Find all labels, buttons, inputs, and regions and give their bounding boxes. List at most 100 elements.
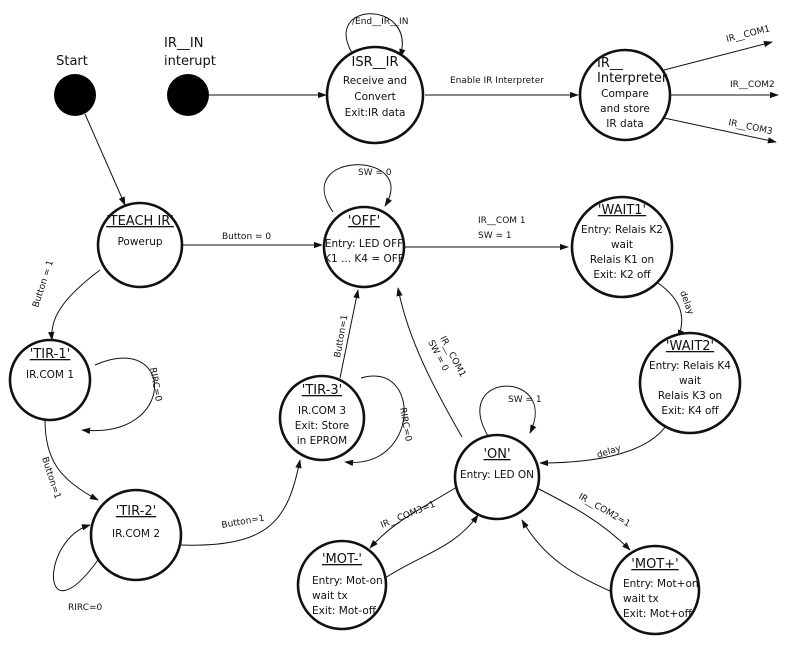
state-wait1-line2: wait [611, 239, 633, 251]
state-tir-3: 'TIR-3' IR.COM 3 Exit: Store in EPROM [278, 374, 366, 462]
state-ir-interpreter-title2: Interpreter [597, 71, 668, 86]
state-wait2-line3: Relais K3 on [658, 390, 722, 402]
state-wait1-line4: Exit: K2 off [593, 269, 651, 281]
state-off-title: 'OFF' [348, 214, 380, 229]
state-teach-ir-circle [96, 201, 184, 289]
state-tir-1-circle [8, 338, 92, 422]
ir-in-initial-dot [167, 74, 209, 116]
edge-teach-tir1 [48, 269, 101, 341]
label-ir-com1-out: IR__COM1 [725, 24, 771, 45]
state-on-line1: Entry: LED ON [460, 469, 534, 481]
edge-tir1-selfloop [81, 357, 155, 434]
label-button0: Button = 0 [222, 232, 271, 242]
state-wait2-line4: Exit: K4 off [661, 405, 719, 417]
state-isr-ir: ISR__IR Receive and Convert Exit:IR data [325, 45, 425, 145]
edge-on-off [396, 287, 463, 438]
state-off-line1: Entry: LED OFF [325, 238, 403, 250]
label-rirc0-tir2: RIRC=0 [68, 603, 103, 613]
state-off-line2: K1 ... K4 = OFF [324, 253, 404, 265]
state-tir-2-line1: IR.COM 2 [112, 528, 160, 540]
label-sw1-on: SW = 1 [508, 395, 542, 405]
label-end-ir-in: /End__IR__IN [352, 17, 408, 27]
state-tir-3-title: 'TIR-3' [302, 383, 342, 398]
edge-on-motminus [369, 484, 461, 549]
state-off-circle [322, 205, 406, 289]
state-mot-plus-line1: Entry: Mot+on [623, 578, 699, 590]
state-tir-3-line2: Exit: Store [295, 420, 350, 432]
ir-in-label-line2: interupt [164, 54, 216, 69]
state-tir-1: 'TIR-1' IR.COM 1 [8, 338, 92, 422]
state-isr-ir-line1: Receive and [343, 75, 407, 87]
edge-out-ircom1 [663, 40, 773, 71]
label-delay-1: delay [677, 290, 695, 317]
state-teach-ir-title: 'TEACH IR' [106, 214, 174, 229]
state-isr-ir-title: ISR__IR [352, 55, 399, 70]
edge-tir3-selfloop [344, 375, 405, 466]
state-tir-2: 'TIR-2' IR.COM 2 [89, 488, 183, 582]
state-tir-3-circle [278, 374, 366, 462]
label-enable-interpreter: Enable IR Interpreter [450, 76, 544, 86]
state-isr-ir-circle [325, 45, 425, 145]
start-label: Start [56, 54, 88, 69]
state-wait2-line1: Entry: Relais K4 [649, 360, 731, 372]
label-button1-teach: Button = 1 [31, 259, 56, 309]
state-teach-ir: 'TEACH IR' Powerup [96, 201, 184, 289]
state-wait1-circle [570, 195, 674, 299]
edge-off-selfloop [323, 164, 392, 213]
label-delay-2: delay [596, 444, 623, 461]
state-tir-3-line3: in EPROM [297, 435, 348, 447]
state-ir-interpreter-line2: and store [600, 103, 650, 115]
state-tir-3-line1: IR.COM 3 [298, 405, 346, 417]
state-tir-2-title: 'TIR-2' [116, 504, 156, 519]
state-wait1-line1: Entry: Relais K2 [581, 224, 663, 236]
edge-tir3-off [339, 289, 360, 379]
state-mot-minus-title: 'MOT-' [322, 552, 362, 567]
start-initial-dot [54, 74, 96, 116]
state-ir-interpreter-title1: IR__ [597, 56, 623, 71]
edge-isr-selfloop [345, 13, 406, 58]
ir-in-node: IR__IN interupt [164, 36, 216, 116]
state-mot-plus-line2: wait tx [623, 593, 659, 605]
edge-tir2-selfloop [53, 524, 99, 591]
edge-on-selfloop [479, 385, 537, 437]
label-button1-tir3: Button=1 [333, 314, 350, 358]
label-ir-com1-sw1-line1: IR__COM 1 [478, 216, 526, 226]
state-teach-ir-line1: Powerup [117, 236, 162, 248]
state-ir-interpreter: IR__ Interpreter Compare and store IR da… [578, 48, 672, 142]
state-on: 'ON' Entry: LED ON [453, 433, 541, 521]
state-tir-1-line1: IR.COM 1 [26, 369, 74, 381]
state-mot-plus-title: 'MOT+' [631, 557, 678, 572]
edge-tir2-tir3 [179, 459, 302, 546]
state-wait2-circle [638, 331, 742, 435]
state-mot-minus-line3: Exit: Mot-off [312, 605, 377, 617]
label-ir-com1-sw1-line2: SW = 1 [478, 231, 512, 241]
state-off: 'OFF' Entry: LED OFF K1 ... K4 = OFF [322, 205, 406, 289]
edge-out-ircom3 [663, 117, 777, 144]
edge-motminus-on [384, 514, 479, 579]
edge-wait2-on [539, 422, 669, 467]
state-on-title: 'ON' [483, 447, 510, 462]
state-mot-plus-line3: Exit: Mot+off [623, 608, 693, 620]
state-mot-minus: 'MOT-' Entry: Mot-on wait tx Exit: Mot-o… [296, 539, 388, 631]
ir-in-label-line1: IR__IN [164, 36, 203, 51]
state-wait2-line2: wait [679, 375, 701, 387]
state-ir-interpreter-line1: Compare [601, 88, 649, 100]
state-ir-interpreter-line3: IR data [606, 118, 643, 130]
transition-edges [44, 13, 779, 593]
state-isr-ir-line3: Exit:IR data [345, 107, 406, 119]
edge-motplus-on [521, 519, 613, 593]
label-ir-com3: IR__COM3=1 [379, 500, 437, 531]
state-isr-ir-line2: Convert [354, 91, 396, 103]
state-mot-minus-circle [296, 539, 388, 631]
edge-tir1-tir2 [44, 419, 99, 501]
state-tir-1-title: 'TIR-1' [30, 347, 70, 362]
label-ir-com2: IR__COM2=1 [577, 492, 632, 530]
state-ir-interpreter-circle [578, 48, 672, 142]
state-wait1-line3: Relais K1 on [590, 254, 654, 266]
edge-on-motplus [534, 486, 631, 551]
state-wait1: 'WAIT1' Entry: Relais K2 wait Relais K1 … [570, 195, 674, 299]
start-node: Start [54, 54, 96, 116]
edge-start-teach [84, 113, 126, 206]
state-wait2: 'WAIT2' Entry: Relais K4 wait Relais K3 … [638, 331, 742, 435]
